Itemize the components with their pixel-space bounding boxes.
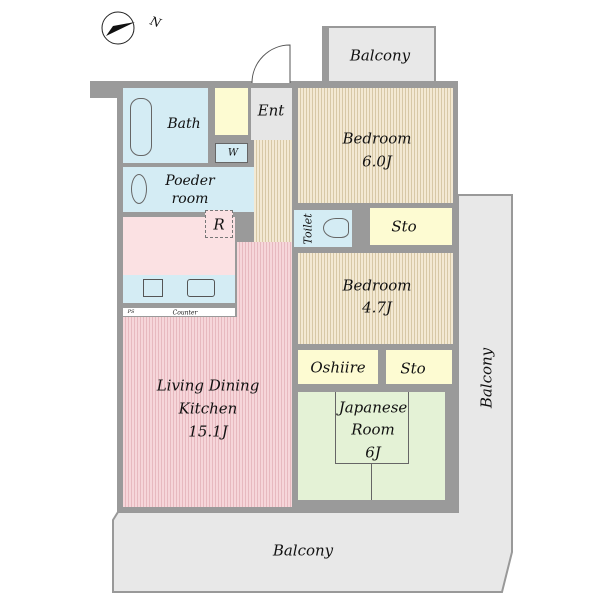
tatami-lines [335, 392, 409, 464]
label-ps: PS [127, 309, 135, 316]
label-bedroom-2-size: 4.7J [362, 298, 392, 317]
washer-area [215, 143, 248, 163]
label-oshiire: Oshiire [310, 358, 366, 377]
label-balcony-right: Balcony [477, 347, 496, 409]
room-japanese [298, 392, 445, 500]
entry-door-arc [251, 44, 291, 84]
room-bedroom-2 [298, 253, 453, 344]
counter-strip [123, 308, 235, 316]
label-bath: Bath [167, 115, 201, 132]
room-storage-2 [386, 350, 452, 384]
room-entrance [251, 88, 292, 140]
room-ldk [123, 317, 292, 507]
label-ldk-2: Kitchen [178, 399, 238, 418]
label-bedroom-2-name: Bedroom [342, 276, 412, 295]
room-storage-1 [370, 208, 452, 245]
toilet-icon [323, 218, 349, 238]
room-ldk-upper [237, 242, 292, 322]
label-ldk-1: Living Dining [156, 376, 260, 395]
stove-icon [143, 279, 163, 297]
label-bedroom-1-name: Bedroom [342, 129, 412, 148]
label-japanese-2: Room [351, 420, 395, 439]
balcony-top-wall [323, 27, 329, 83]
label-storage-1: Sto [391, 217, 417, 236]
label-toilet: Toilet [301, 213, 315, 245]
label-powder-1: Poeder [165, 172, 215, 189]
refrigerator-space [205, 210, 233, 238]
label-storage-2: Sto [400, 359, 426, 378]
wall-stub [90, 81, 120, 98]
label-entrance: Ent [257, 101, 285, 120]
room-bedroom-1 [298, 88, 453, 203]
label-ldk-size: 15.1J [188, 422, 228, 441]
shoe-closet [215, 88, 248, 135]
label-japanese-1: Japanese [338, 398, 408, 417]
label-refrigerator: R [213, 215, 225, 234]
tatami-lines [298, 464, 372, 500]
sink-icon [131, 174, 147, 204]
label-balcony-bottom: Balcony [272, 541, 334, 560]
compass-icon [101, 11, 135, 45]
kitchen-sink-icon [187, 279, 215, 297]
hallway [254, 140, 292, 242]
label-washer: W [227, 147, 239, 159]
label-powder-2: room [171, 190, 209, 207]
label-bedroom-1-size: 6.0J [362, 152, 392, 171]
bathtub-icon [130, 98, 152, 156]
room-oshiire [298, 350, 378, 384]
kitchen-counter [123, 275, 235, 303]
label-japanese-size: 6J [365, 443, 381, 462]
label-balcony-top: Balcony [349, 46, 411, 65]
label-counter: Counter [172, 309, 198, 317]
